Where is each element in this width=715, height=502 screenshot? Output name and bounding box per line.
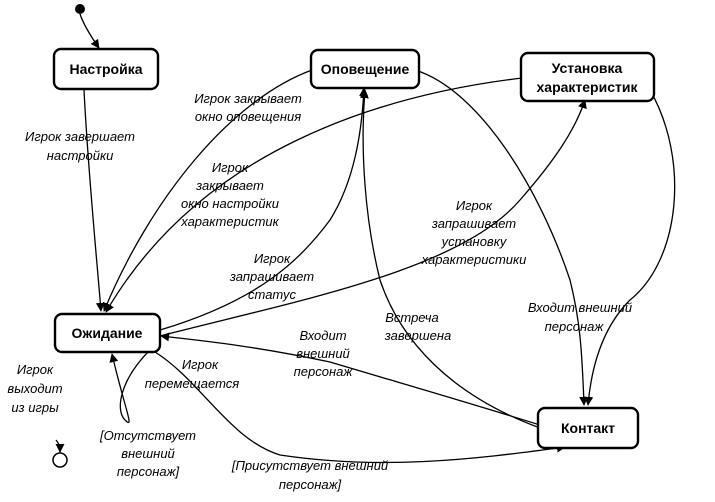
transition-label-t4: Игрок запрашивает статус [229, 251, 314, 302]
edge-label: персонаж [545, 319, 605, 334]
transition-label-t3: Игрок закрывает окно настройки характери… [180, 160, 279, 229]
state-label: характеристик [537, 79, 639, 95]
edge-label: персонаж [294, 364, 354, 379]
edge-label: запрашивает [431, 216, 516, 231]
edge-label: персонаж] [279, 477, 342, 492]
transition-label-t8: Входит внешний персонаж [294, 328, 354, 379]
state-label: Ожидание [72, 325, 143, 341]
transition-label-t7: Входит внешний персонаж [528, 300, 632, 334]
edge-ozhidanie-to-ustanovka [159, 99, 587, 337]
edge-label: персонаж] [117, 464, 180, 479]
transition-label-t1: Игрок завершает настройки [25, 129, 135, 163]
edge-ustanovka-to-kontakt [584, 89, 676, 406]
edge-label: Игрок [182, 357, 219, 372]
edge-label: Игрок [212, 160, 249, 175]
edge-label: характеристик [180, 214, 279, 229]
state-ustanovka: Установка характеристик [519, 51, 656, 103]
state-ozhidanie: Ожидание [53, 312, 162, 354]
edge-opoveshchenie-to-ozhidanie [102, 69, 313, 312]
transition-label-t2: Игрок закрывает окно оповещения [194, 91, 302, 124]
final-state [52, 452, 68, 468]
edge-label: характеристики [421, 252, 527, 267]
edge-label: Входит внешний [528, 300, 632, 315]
state-label: Установка [552, 60, 623, 76]
edge-label: запрашивает [229, 269, 314, 284]
edge-label: Входит [299, 328, 346, 343]
edge-label: окно оповещения [195, 109, 301, 124]
edge-kontakt-to-opoveshchenie [359, 89, 541, 429]
edge-label: настройки [47, 148, 114, 163]
edge-label: Игрок [456, 198, 493, 213]
state-label: Контакт [561, 420, 615, 436]
edge-label: закрывает [195, 178, 264, 193]
transition-label-t10: [Отсутствует внешний персонаж] [99, 428, 196, 479]
edge-label: завершена [384, 328, 452, 343]
state-opoveshchenie: Оповещение [309, 48, 421, 90]
edge-label: окно настройки [181, 196, 279, 211]
edge-ustanovka-to-ozhidanie [105, 77, 523, 313]
edge-label: внешний [121, 446, 175, 461]
edge-label: [Отсутствует [99, 428, 196, 443]
transition-label-t9: Игрок перемещается [145, 357, 240, 391]
state-label: Оповещение [321, 61, 410, 77]
initial-state [75, 4, 85, 14]
edge-label: Встреча [385, 310, 439, 325]
edge-label: Игрок завершает [25, 129, 135, 144]
edge-initial-to-nastroyka [79, 13, 100, 49]
edge-label: перемещается [145, 376, 240, 391]
edge-ozhidanie-to-final [55, 439, 65, 453]
edge-label: [Присутствует внешний [231, 458, 388, 473]
edge-label: из игры [11, 400, 59, 415]
edge-label: Игрок [254, 251, 291, 266]
state-kontakt: Контакт [536, 406, 640, 450]
edge-label: статус [248, 287, 296, 302]
edge-opoveshchenie-to-kontakt [414, 69, 589, 406]
transition-label-t11: [Присутствует внешний персонаж] [231, 458, 388, 492]
transition-label-t6: Встреча завершена [384, 310, 452, 343]
edge-kontakt-to-ozhidanie [160, 332, 541, 426]
transition-label-t12: Игрок выходит из игры [7, 362, 62, 415]
edge-ozhidanie-self-loop [109, 349, 151, 424]
state-nastroyka: Настройка [52, 47, 160, 91]
state-label: Настройка [69, 61, 142, 77]
edge-label: Игрок [17, 362, 54, 377]
edge-nastroyka-to-ozhidanie [83, 89, 105, 312]
edge-label: внешний [296, 346, 350, 361]
edge-label: выходит [7, 381, 62, 396]
transition-label-t5: Игрок запрашивает установку характеристи… [421, 198, 527, 267]
edge-ozhidanie-to-kontakt-moving [154, 351, 566, 464]
edge-label: Игрок закрывает [194, 91, 302, 106]
edge-label: установку [441, 234, 508, 249]
edge-ozhidanie-to-opoveshchenie [159, 87, 369, 331]
